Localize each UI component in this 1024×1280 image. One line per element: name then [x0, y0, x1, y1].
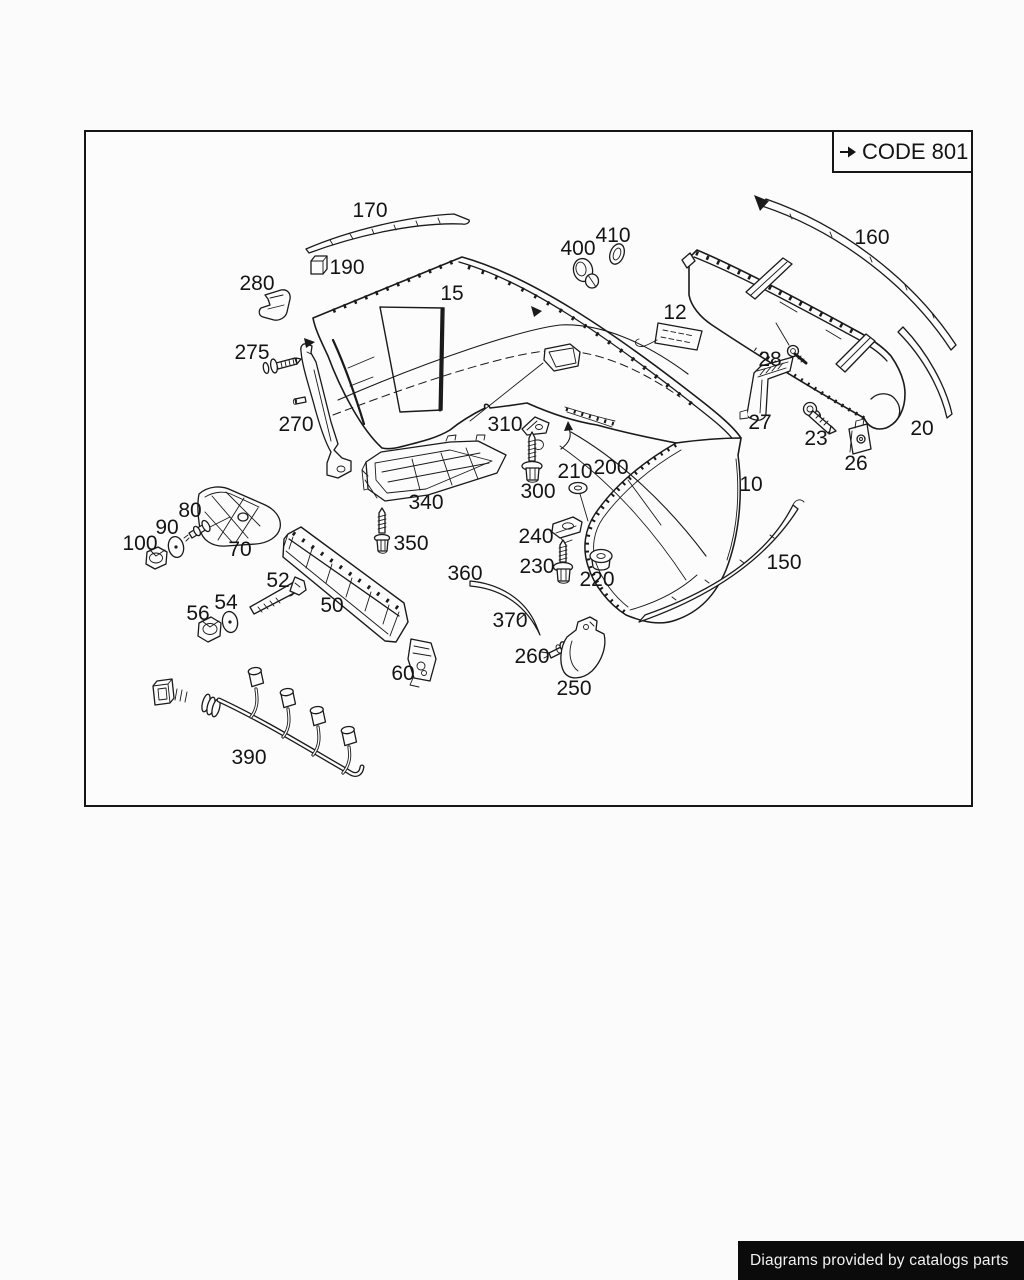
harness-socket: [340, 725, 358, 747]
part-230-screw: [552, 539, 574, 584]
part-390-wiring-harness: [152, 666, 365, 777]
part-label-80: 80: [178, 499, 201, 522]
part-label-400: 400: [560, 237, 595, 260]
part-label-200: 200: [593, 456, 628, 479]
part-360-370-arch-strip: [469, 580, 541, 636]
part-275-expansion-rivet: [262, 357, 302, 375]
part-10-lower-bumper: [559, 406, 742, 624]
harness-socket: [247, 666, 265, 688]
part-150-trim-strip: [638, 499, 805, 623]
part-label-150: 150: [766, 551, 801, 574]
part-label-60: 60: [391, 662, 414, 685]
part-label-160: 160: [854, 226, 889, 249]
part-80-rivet: [183, 516, 231, 542]
part-280-bracket: [258, 289, 291, 321]
part-label-250: 250: [556, 677, 591, 700]
code-box: CODE 801: [832, 130, 973, 173]
part-label-410: 410: [595, 224, 630, 247]
harness-socket: [309, 705, 327, 727]
part-60-bracket: [407, 638, 437, 688]
part-56-nut: [197, 616, 222, 643]
part-100-nut: [145, 546, 168, 570]
part-350-screw: [373, 507, 391, 554]
part-210-washer: [568, 481, 589, 522]
part-label-340: 340: [408, 491, 443, 514]
part-170-trim-strip: [305, 213, 470, 254]
part-52-bolt: [249, 576, 307, 615]
part-410-sensor-ring: [609, 243, 625, 265]
part-240-clip-nut: [551, 516, 583, 544]
part-label-100: 100: [122, 532, 157, 555]
part-90-washer: [167, 535, 185, 559]
part-220-grommet: [589, 548, 613, 571]
part-label-275: 275: [234, 341, 269, 364]
part-label-23: 23: [804, 427, 827, 450]
part-label-280: 280: [239, 272, 274, 295]
part-250-mud-flap: [560, 616, 606, 679]
part-label-220: 220: [579, 568, 614, 591]
part-300-screw: [521, 431, 543, 483]
part-label-54: 54: [214, 591, 238, 614]
part-12-bracket: [635, 322, 703, 351]
part-label-50: 50: [320, 594, 343, 617]
footer-credit-bar: Diagrams provided by catalogs parts: [738, 1241, 1024, 1280]
diffuser-panel-drawing: [681, 249, 906, 430]
part-label-370: 370: [492, 609, 527, 632]
part-label-230: 230: [519, 555, 554, 578]
part-label-260: 260: [514, 645, 549, 668]
part-28-screw: [775, 322, 808, 365]
part-label-27: 27: [748, 411, 771, 434]
part-label-270: 270: [278, 413, 313, 436]
part-label-240: 240: [518, 525, 553, 548]
part-label-390: 390: [231, 746, 266, 769]
part-label-90: 90: [155, 516, 178, 539]
part-label-56: 56: [186, 602, 209, 625]
part-200-leader-line: [627, 479, 662, 526]
part-23-screw: [802, 401, 837, 435]
part-160-trim-strip: [754, 195, 957, 351]
part-label-26: 26: [844, 452, 867, 475]
part-label-300: 300: [520, 480, 555, 503]
part-50-reinforcement-bar: [282, 526, 409, 643]
part-20-trim-strip: [897, 326, 953, 419]
part-label-190: 190: [329, 256, 364, 279]
part-27-bracket: [739, 356, 794, 421]
part-label-15: 15: [440, 282, 463, 305]
part-190-clip-block: [310, 255, 328, 275]
part-340-closing-panel: [361, 434, 507, 502]
part-26-clip: [848, 418, 872, 455]
part-54-washer: [221, 610, 239, 634]
part-label-360: 360: [447, 562, 482, 585]
part-400-parking-sensor: [572, 257, 600, 289]
code-box-label: CODE 801: [862, 138, 969, 164]
right-arrow-icon: [840, 146, 856, 157]
part-label-10: 10: [739, 473, 762, 496]
harness-socket: [279, 687, 297, 709]
part-label-210: 210: [557, 460, 592, 483]
part-label-12: 12: [663, 301, 686, 324]
part-label-20: 20: [910, 417, 933, 440]
part-label-70: 70: [228, 538, 251, 561]
part-label-52: 52: [266, 569, 289, 592]
part-15-bumper-cover: [304, 256, 742, 456]
part-label-350: 350: [393, 532, 428, 555]
part-label-310: 310: [487, 413, 522, 436]
part-label-28: 28: [758, 348, 781, 371]
part-label-170: 170: [352, 199, 387, 222]
footer-credit-text: Diagrams provided by catalogs parts: [750, 1251, 1009, 1269]
